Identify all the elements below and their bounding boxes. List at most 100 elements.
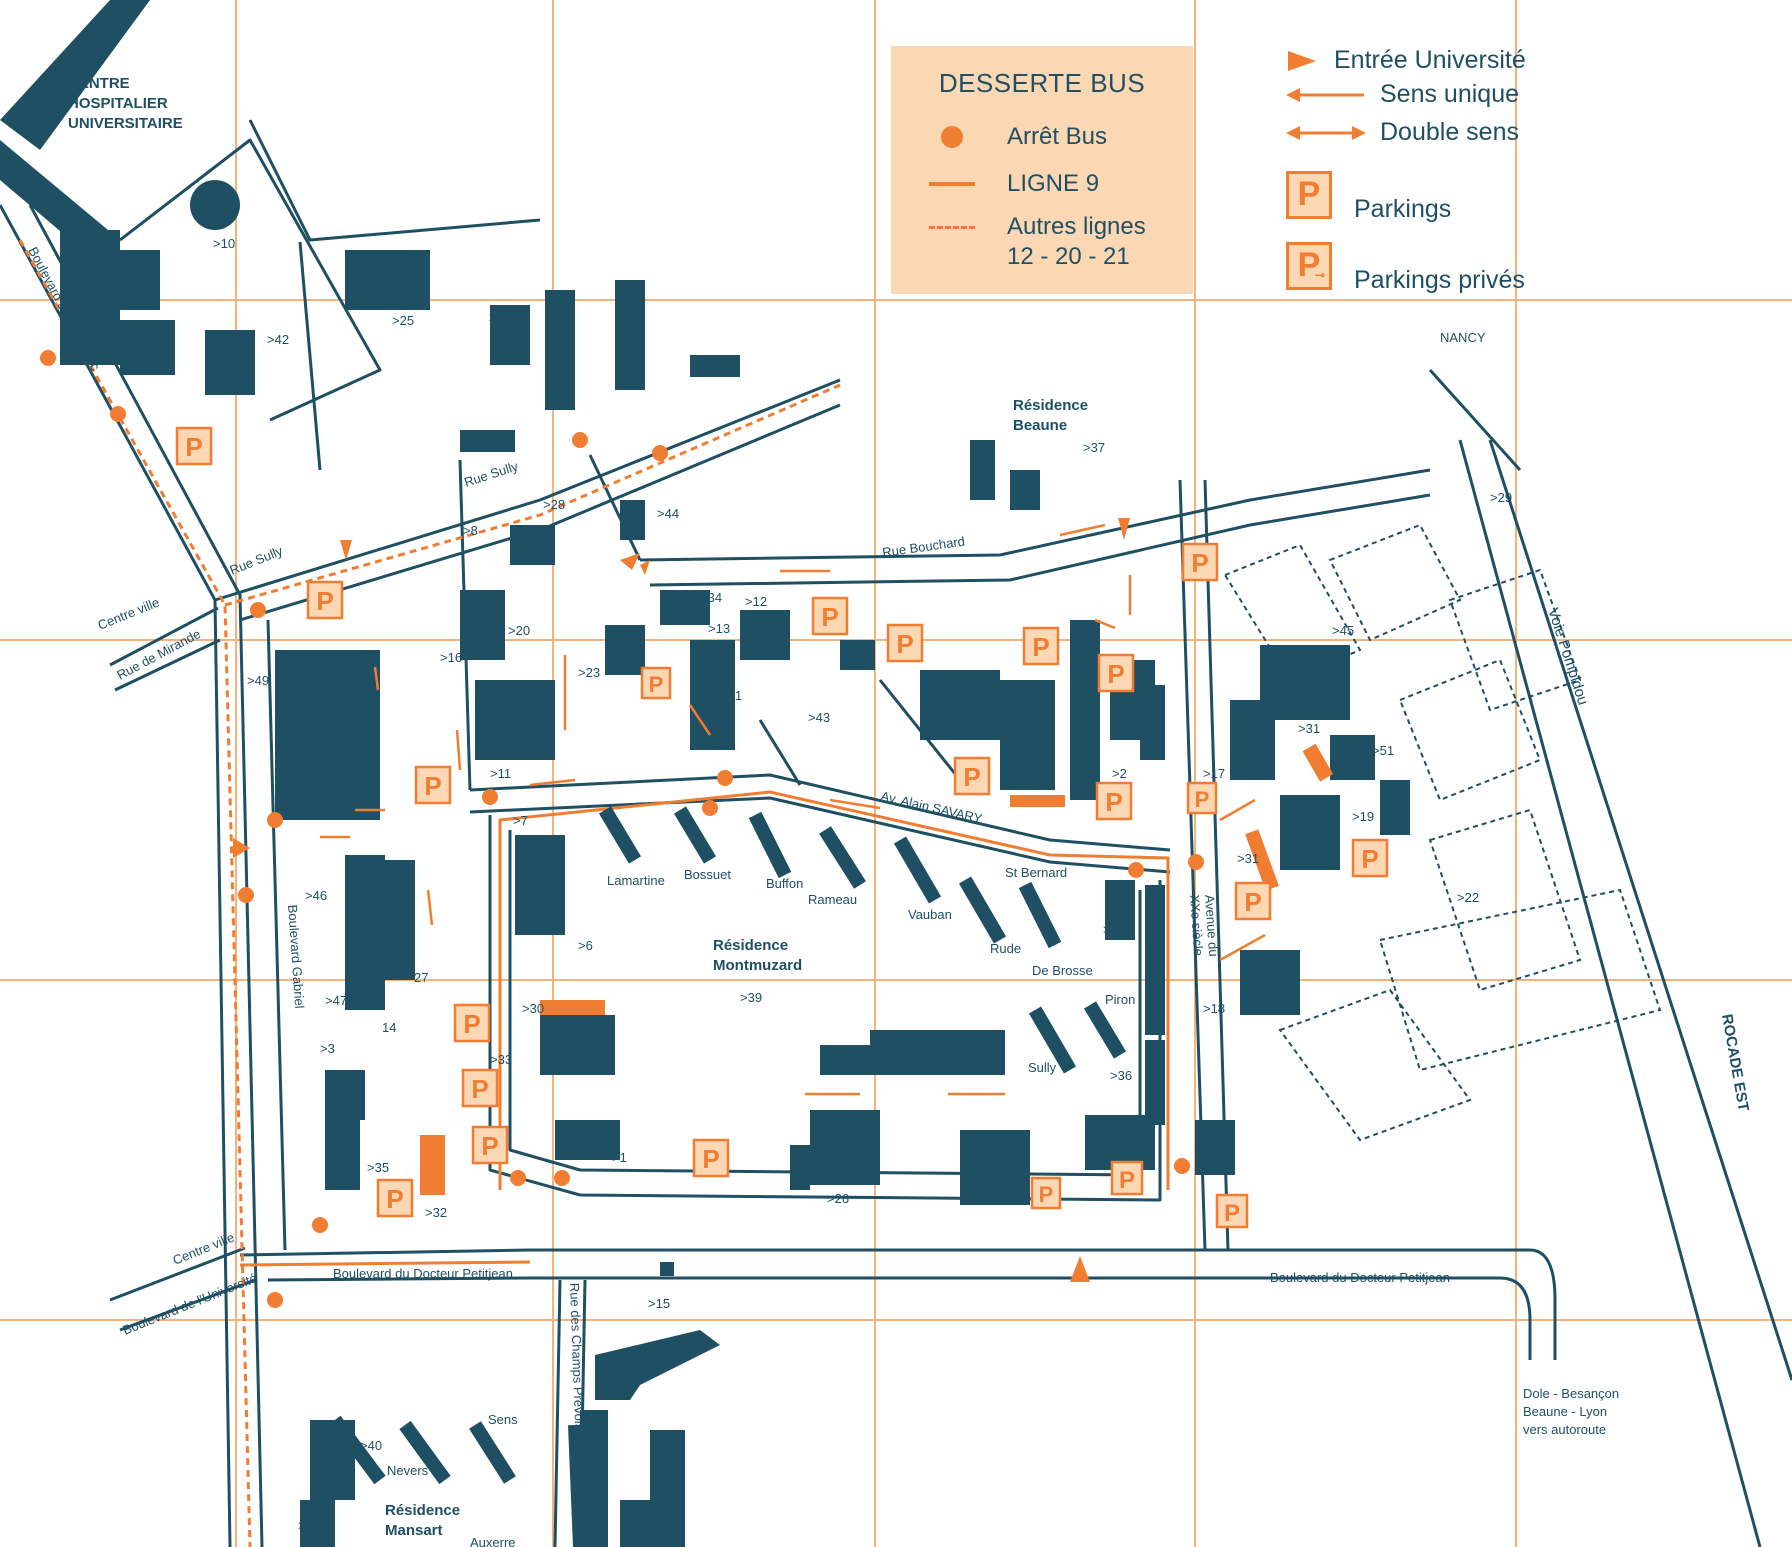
label-chu-2: HOSPITALIER [68,95,168,112]
svg-text:P: P [1361,844,1378,874]
bnum-26a: >26 [917,1030,939,1045]
bnum-13: >13 [708,621,730,636]
svg-text:P: P [1119,1167,1135,1194]
svg-text:P: P [1032,632,1049,662]
bnum-29: >29 [1490,490,1512,505]
svg-text:P: P [481,1131,498,1161]
bnum-50: >50 [975,728,997,743]
building-numbers: >10 >48 >42 >25 >21 >37 >29 >28 >44 >8 >… [89,236,1512,1533]
bnum-6: >6 [578,938,593,953]
bnum-40: >40 [360,1438,382,1453]
svg-text:P: P [1105,787,1122,817]
bnum-30: >30 [522,1001,544,1016]
bnum-49: >49 [247,673,269,688]
bnum-21: >21 [489,310,511,325]
bnum-43: >43 [808,710,830,725]
bnum-34: >34 [700,590,722,605]
bnum-3: >3 [320,1041,335,1056]
bnum-1: >1 [612,1150,627,1165]
private-parking-icon: P⊸ [1286,241,1332,290]
entrance-markers [233,518,1130,1282]
bnum-23: >23 [578,665,600,680]
bnum-28: >28 [543,497,565,512]
bnum-36a: >36 [1110,1068,1132,1083]
bnum-25: >25 [392,313,414,328]
svg-text:P: P [1195,787,1210,812]
bus-stop-icon [941,126,963,148]
label-res-montmuzard-2: Montmuzard [713,957,802,974]
bnum-4: >4 [335,753,350,768]
other-lines-icon [929,225,975,229]
legend-one-way: Sens unique [1286,80,1519,109]
bnum-14: 14 [382,1020,396,1035]
orange-buildings [420,743,1334,1195]
bnum-46: >46 [305,888,327,903]
bnum-2: >2 [1112,766,1127,781]
svg-text:P: P [1244,887,1261,917]
svg-text:P: P [963,762,980,792]
bnum-39: >39 [740,990,762,1005]
label-rocade-est: ROCADE EST [1718,1013,1752,1113]
two-way-arrow-icon [1286,125,1366,140]
label-sens: Sens [488,1412,518,1427]
label-lamartine: Lamartine [607,873,665,888]
svg-text:P: P [463,1009,480,1039]
bus-other-lines-b [224,383,841,607]
bus-other-lines [18,239,252,1547]
bnum-18: >18 [1203,1001,1225,1016]
bnum-41: >41 [720,688,742,703]
bnum-12: >12 [745,594,767,609]
label-bd-petitjean-2: Boulevard du Docteur Petitjean [1270,1270,1450,1285]
svg-text:P: P [1191,548,1208,578]
parking-icon: P [1286,170,1332,219]
svg-text:P: P [471,1074,488,1104]
legend-bus-stop: Arrêt Bus [921,120,1107,154]
buildings [0,0,1410,1547]
bnum-7: >7 [513,813,528,828]
planned-parking-outlines [1223,523,1662,1142]
label-dole-2: Beaune - Lyon [1523,1404,1607,1419]
bnum-51: >51 [1372,743,1394,758]
label-rue-sully-1: Rue Sully [462,458,520,490]
label-res-beaune-2: Beaune [1013,417,1067,434]
svg-text:P: P [1224,1200,1240,1227]
bnum-26b: >26 [827,1191,849,1206]
bnum-37: >37 [1083,440,1105,455]
label-dole-1: Dole - Besançon [1523,1386,1619,1401]
label-bd-gabriel: Boulevard Gabriel [285,904,307,1009]
bnum-20: >20 [508,623,530,638]
bus-line-9 [498,790,1170,1190]
label-res-mansart-2: Mansart [385,1522,443,1539]
svg-text:P: P [424,771,441,801]
bnum-27: 27 [414,970,428,985]
label-vauban: Vauban [908,907,952,922]
bnum-33: >33 [490,1052,512,1067]
legend-parking: P Parkings [1286,165,1451,224]
bnum-9: >9 [298,1518,313,1533]
bnum-10: >10 [213,236,235,251]
svg-text:P: P [1107,659,1124,689]
legend-other-lines: Autres lignes 12 - 20 - 21 [921,212,1146,272]
label-av-xxe-1: Avenue du [1202,894,1221,957]
bnum-42: >42 [267,332,289,347]
bnum-5: >5 [342,658,357,673]
label-auxerre: Auxerre [470,1535,516,1547]
key-icon: ⊸ [1314,267,1325,282]
bnum-47: >47 [325,993,347,1008]
bus-service-legend: DESSERTE BUS Arrêt Bus LIGNE 9 Autres li… [891,46,1193,294]
label-res-montmuzard-1: Résidence [713,937,788,954]
bus-stops [40,350,1204,1308]
legend-two-way: Double sens [1286,118,1519,147]
label-rue-champs: Rue des Champs Prévois [567,1283,587,1431]
bnum-17: >17 [1203,766,1225,781]
label-nevers: Nevers [387,1463,429,1478]
label-nancy: NANCY [1440,330,1486,345]
bnum-52: >52 [1103,922,1125,937]
label-centre-ville-1: Centre ville [96,595,162,633]
residence-bars [329,806,1127,1547]
bnum-35: >35 [367,1160,389,1175]
bnum-26c: >26 [1001,1181,1023,1196]
label-bd-universite: Boulevard de l'Université [121,1270,260,1338]
svg-text:P: P [386,1184,403,1214]
